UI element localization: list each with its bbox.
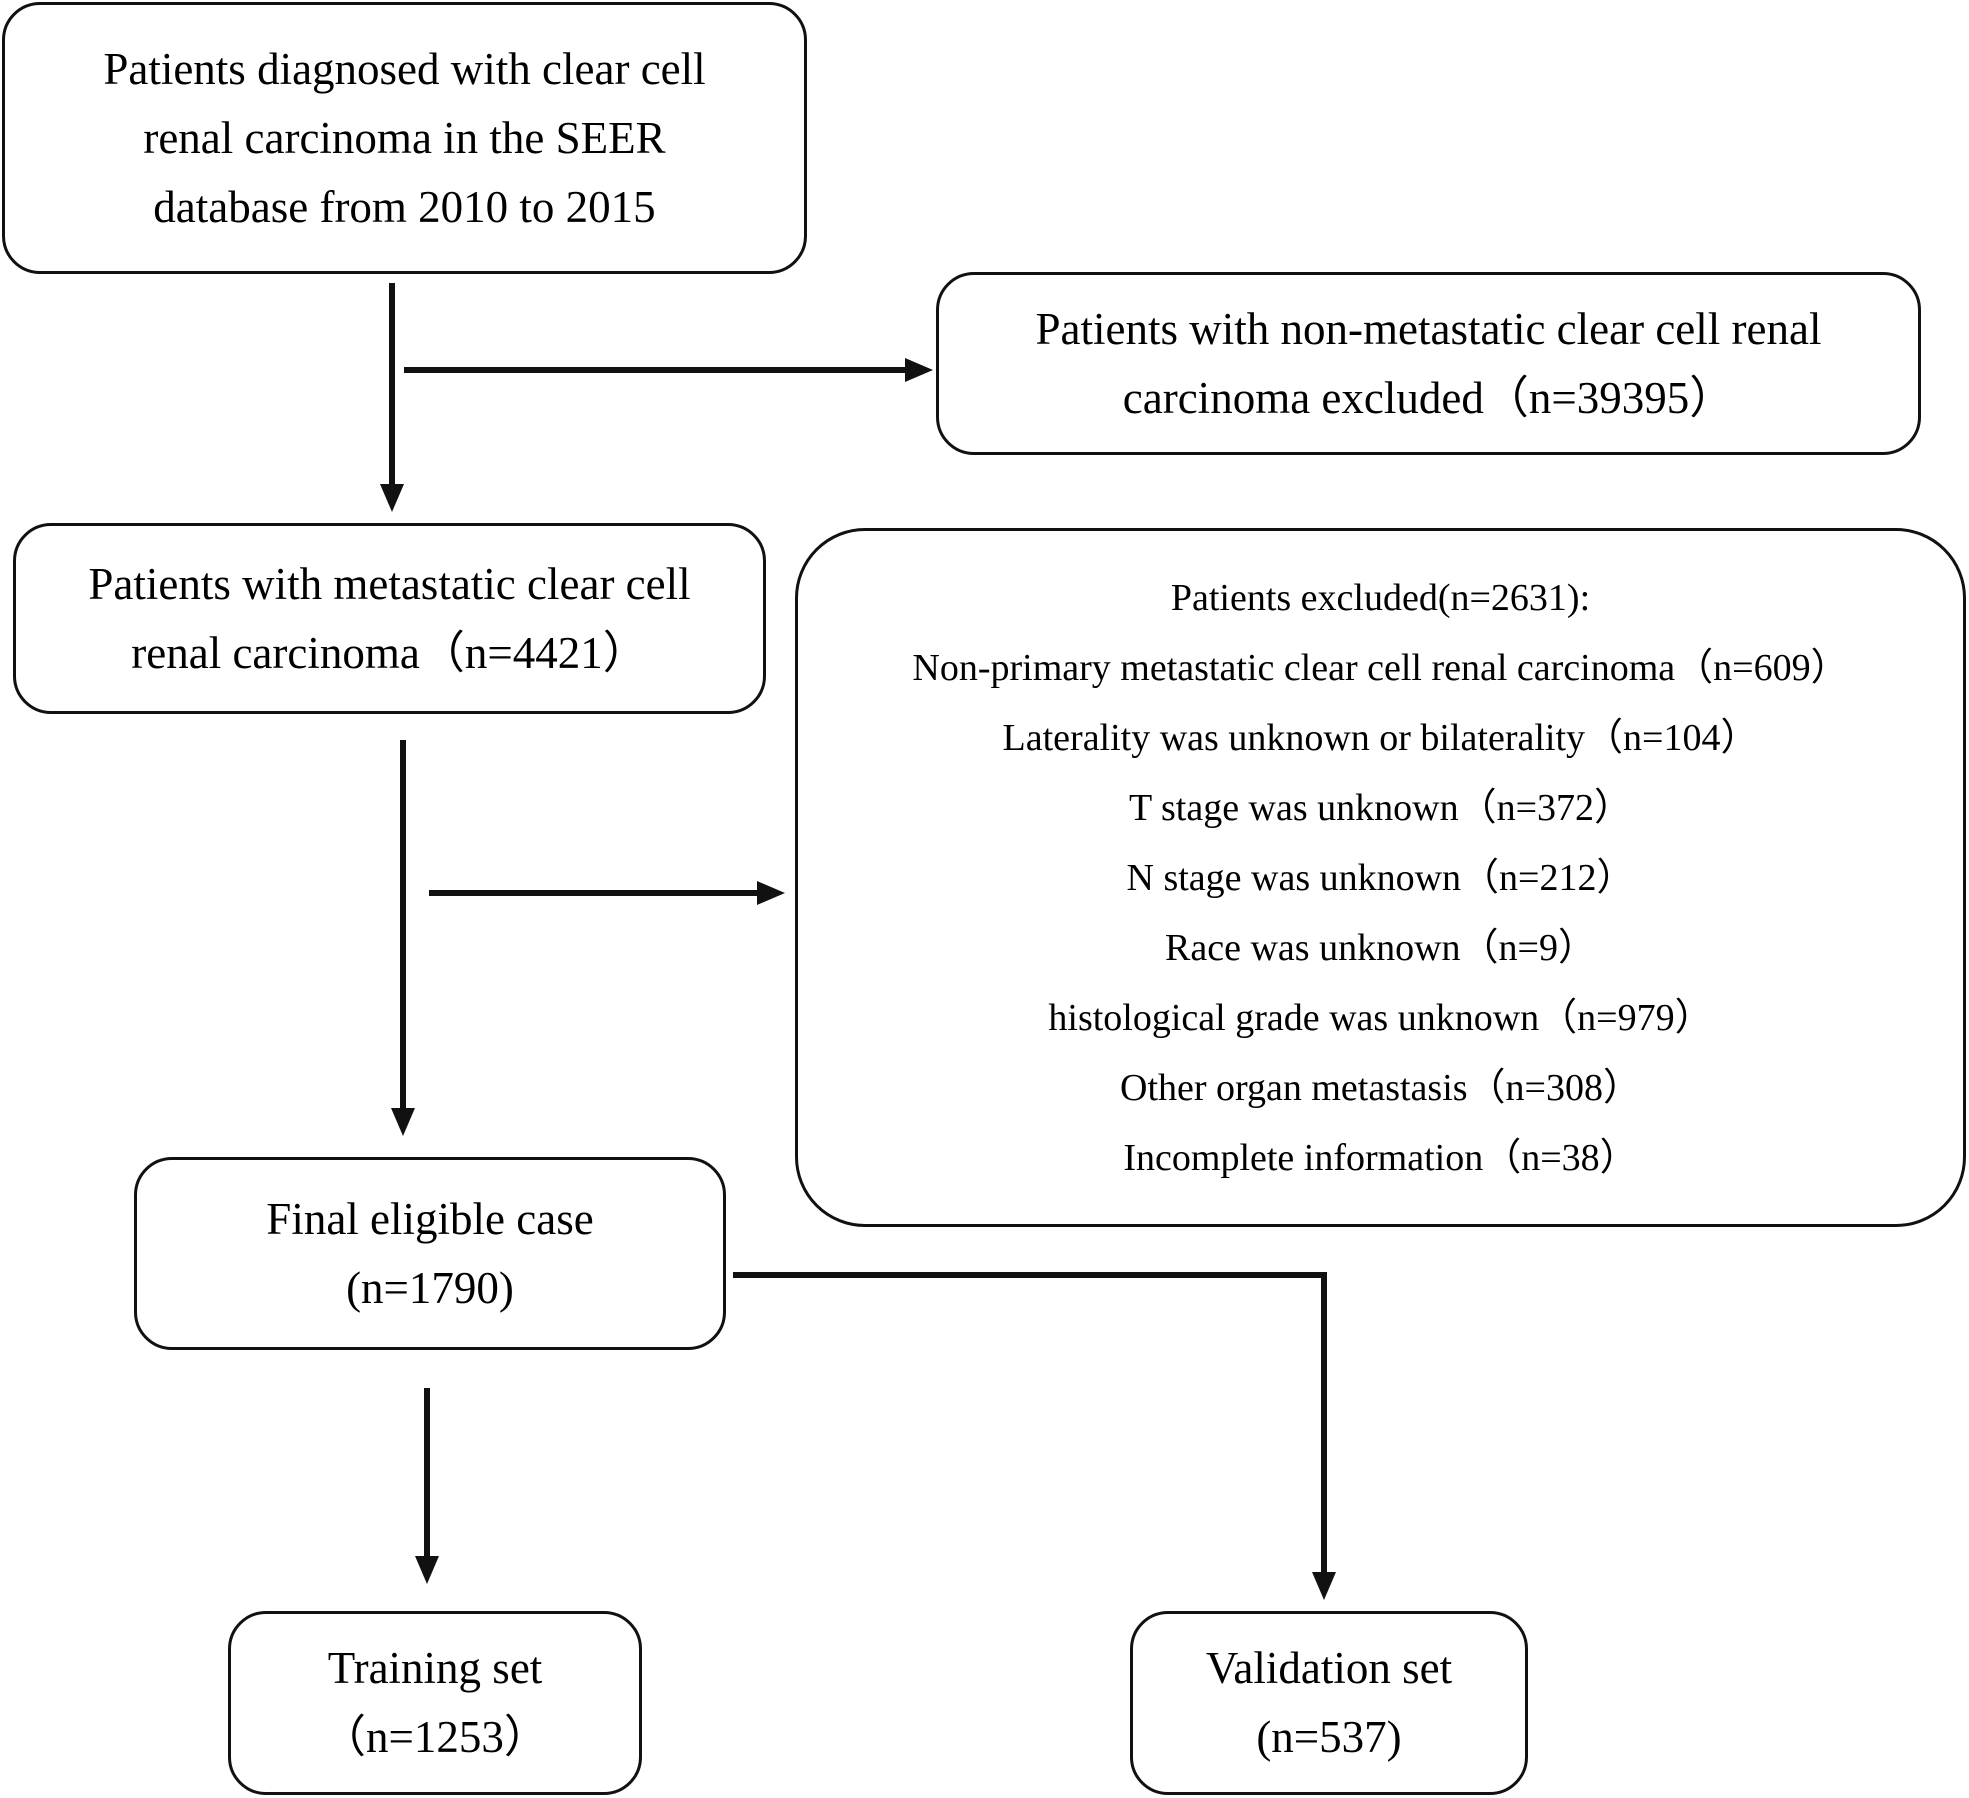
arrowhead-to-excluded-criteria	[757, 881, 785, 905]
arrowhead-to-excluded-nonmet	[905, 358, 933, 382]
source-box: Patients diagnosed with clear cell renal …	[2, 2, 807, 274]
box-text-line: Laterality was unknown or bilaterality（n…	[1002, 716, 1759, 759]
box-text-line: （n=1253）	[321, 1712, 549, 1762]
box-text-line: Race was unknown（n=9）	[1165, 926, 1596, 969]
box-text-line: Validation set	[1205, 1643, 1453, 1693]
box-text-line: histological grade was unknown（n=979）	[1048, 996, 1713, 1039]
excluded-nonmetastatic-box: Patients with non-metastatic clear cell …	[936, 272, 1921, 455]
arrowhead-metastatic-to-final	[391, 1108, 415, 1136]
arrowhead-final-to-validation	[1312, 1572, 1336, 1600]
box-text-line: N stage was unknown（n=212）	[1126, 856, 1635, 899]
arrowhead-source-to-metastatic	[380, 484, 404, 512]
box-text-line: T stage was unknown（n=372）	[1128, 786, 1633, 829]
box-text-line: database from 2010 to 2015	[153, 181, 656, 232]
box-text-line: Training set	[327, 1643, 543, 1693]
arrow-final-to-validation	[733, 1272, 1327, 1572]
box-text-line: Other organ metastasis（n=308）	[1120, 1066, 1641, 1109]
metastatic-box: Patients with metastatic clear cell renal…	[13, 523, 766, 714]
arrowhead-final-to-training	[415, 1556, 439, 1584]
box-text-line: Non-primary metastatic clear cell renal …	[912, 646, 1849, 689]
box-text-line: (n=537)	[1256, 1712, 1402, 1762]
box-text-line: renal carcinoma in the SEER	[143, 112, 666, 163]
excluded-criteria-box: Patients excluded(n=2631): Non-primary me…	[795, 528, 1966, 1227]
box-text-line: renal carcinoma（n=4421）	[131, 627, 648, 678]
box-text-line: Incomplete information（n=38）	[1123, 1136, 1638, 1179]
box-text-line: Patients excluded(n=2631):	[1170, 576, 1591, 619]
training-set-box: Training set （n=1253）	[228, 1611, 642, 1795]
box-text-line: Patients with metastatic clear cell	[88, 558, 691, 609]
box-text-line: carcinoma excluded（n=39395）	[1122, 372, 1735, 423]
box-text-line: Patients with non-metastatic clear cell …	[1035, 303, 1822, 354]
box-text-line: Final eligible case	[266, 1193, 594, 1244]
validation-set-box: Validation set (n=537)	[1130, 1611, 1528, 1795]
final-eligible-box: Final eligible case (n=1790)	[134, 1157, 726, 1350]
box-text-line: (n=1790)	[346, 1262, 514, 1313]
box-text-line: Patients diagnosed with clear cell	[103, 43, 706, 94]
